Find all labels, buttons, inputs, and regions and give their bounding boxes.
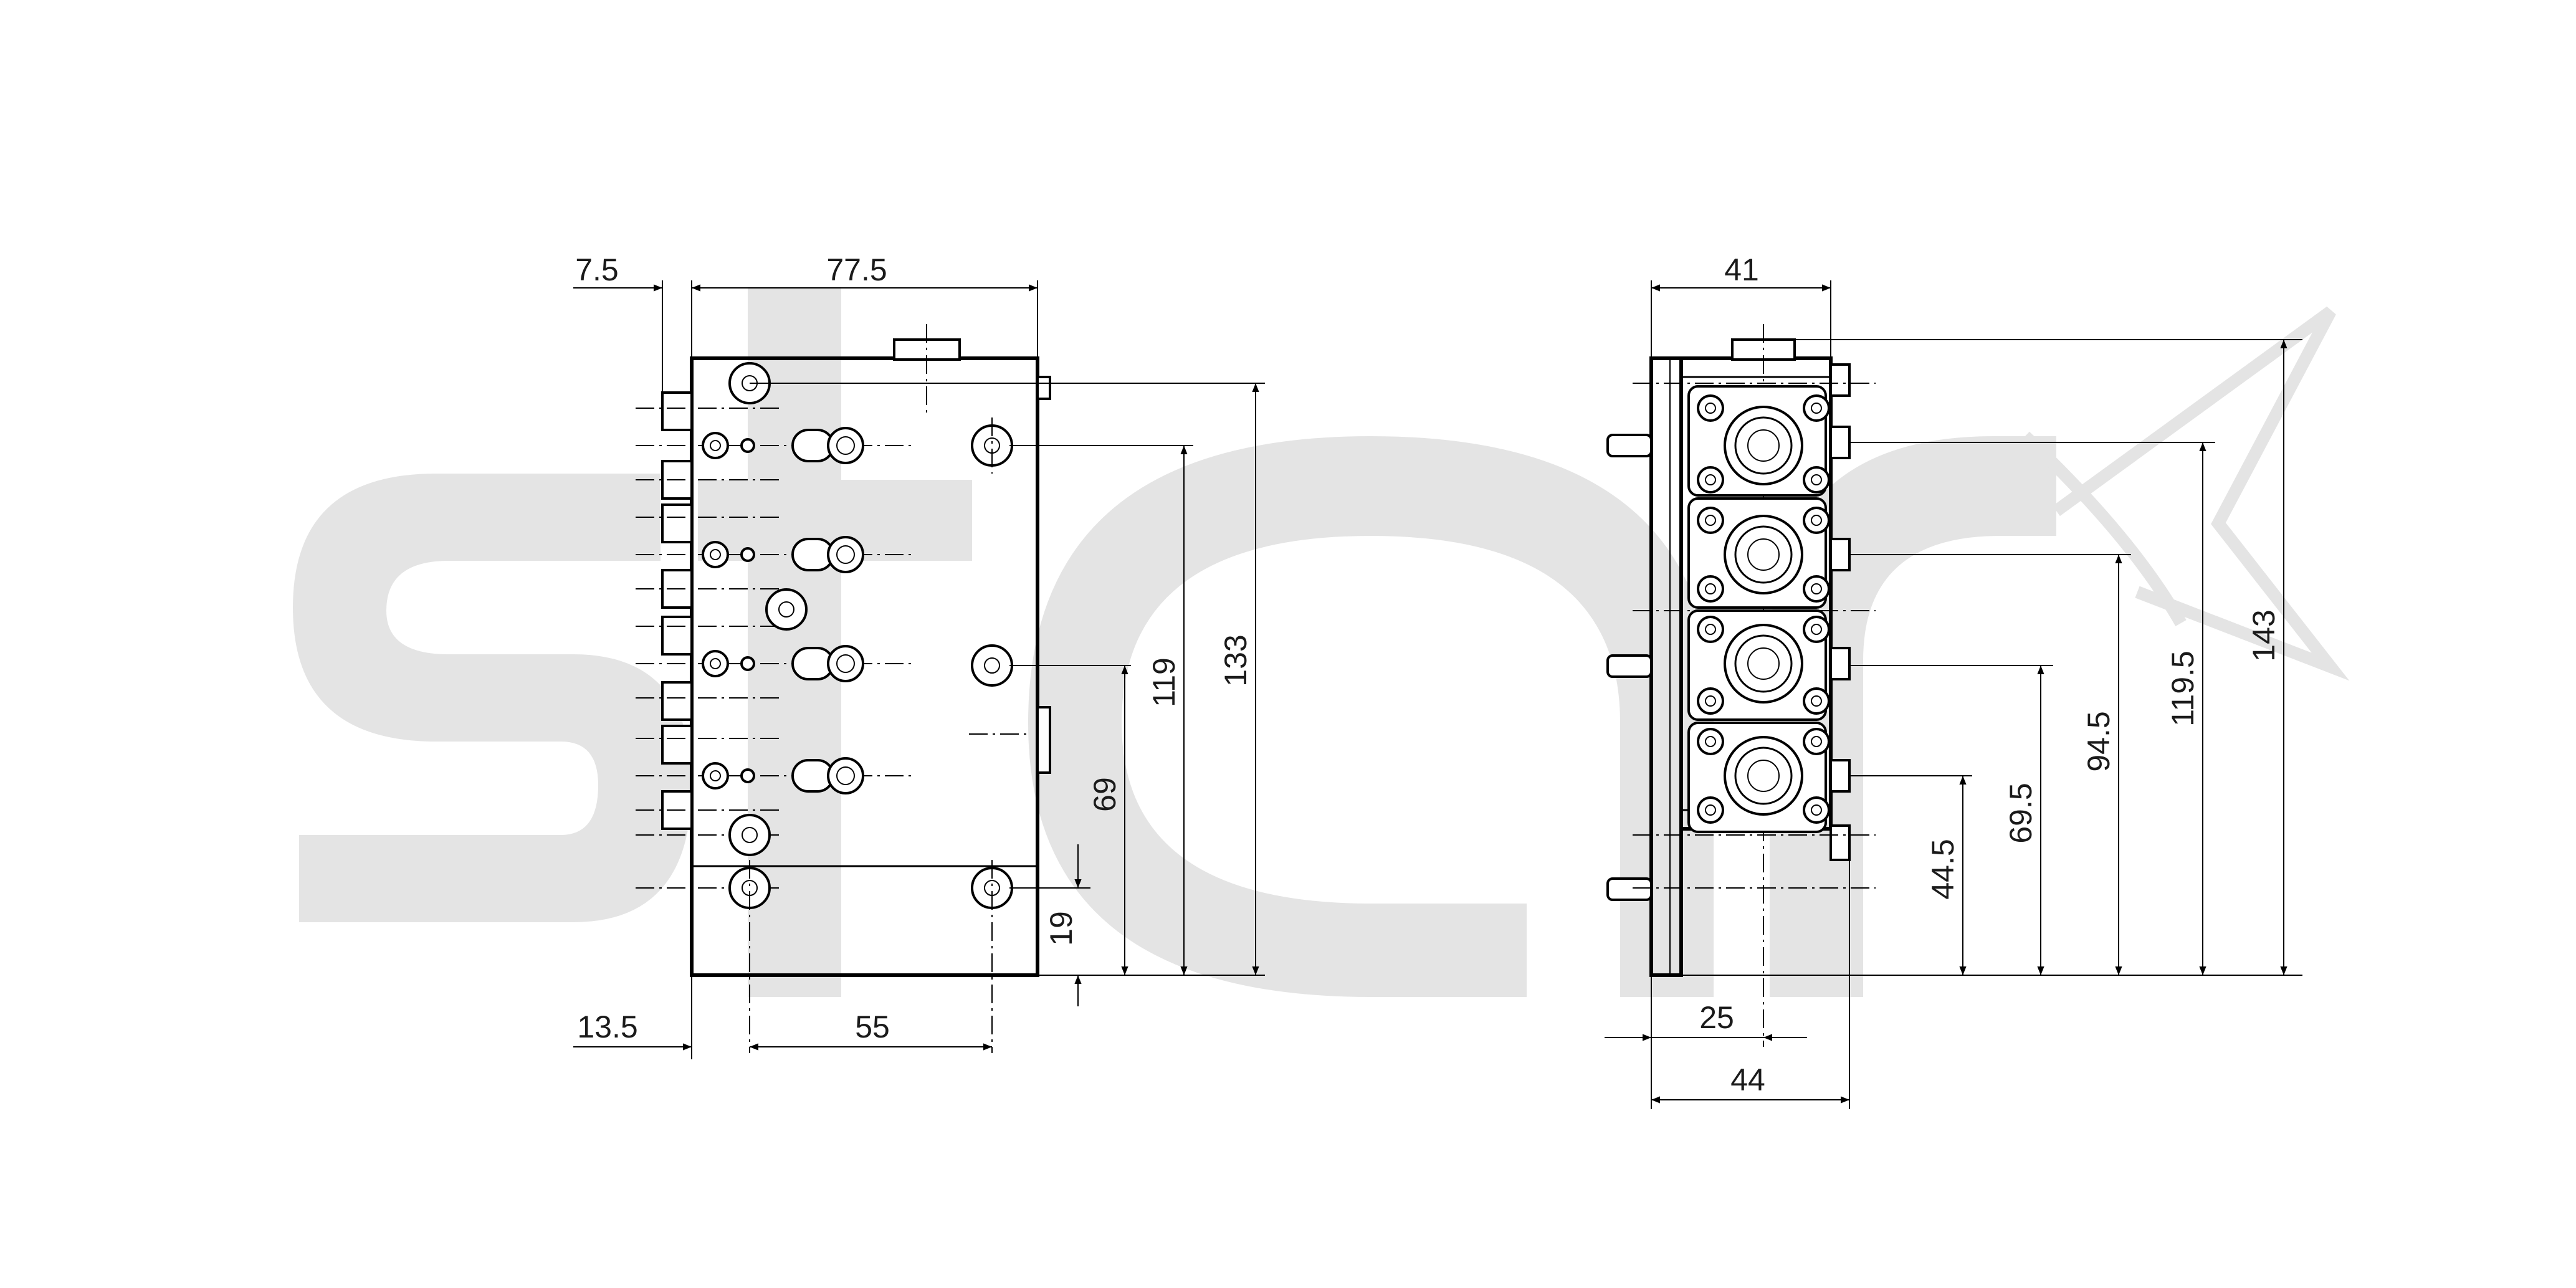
dim-119-5: 119.5	[2165, 651, 2200, 726]
front-body	[690, 356, 1039, 977]
dim-77-5: 77.5	[826, 252, 887, 287]
side-view	[1606, 324, 1876, 1047]
dim-133: 133	[1218, 634, 1253, 686]
dim-44: 44	[1730, 1062, 1765, 1097]
dim-94-5: 94.5	[2081, 711, 2116, 771]
front-dimensions: 77.5 7.5 13.5 55 19 69 119 133	[573, 252, 1265, 1059]
side-valves	[1687, 385, 1830, 833]
dim-119: 119	[1147, 657, 1181, 707]
dim-19: 19	[1044, 911, 1079, 946]
valve-rows	[702, 427, 864, 794]
dim-13-5: 13.5	[577, 1009, 637, 1044]
dim-44-5: 44.5	[1925, 839, 1960, 899]
dim-143: 143	[2246, 609, 2281, 661]
dim-7-5: 7.5	[575, 252, 619, 287]
watermark-logo	[293, 287, 2350, 997]
dim-55: 55	[855, 1009, 890, 1044]
side-dimensions: 41 25 44 44.5 69.5 94.5 119.5 143	[1605, 252, 2302, 1109]
left-connectors	[661, 391, 693, 830]
dim-69-5: 69.5	[2003, 783, 2038, 843]
dim-69: 69	[1087, 777, 1122, 812]
dim-25: 25	[1699, 1000, 1734, 1035]
dim-41: 41	[1724, 252, 1759, 287]
front-view	[636, 324, 1051, 1053]
